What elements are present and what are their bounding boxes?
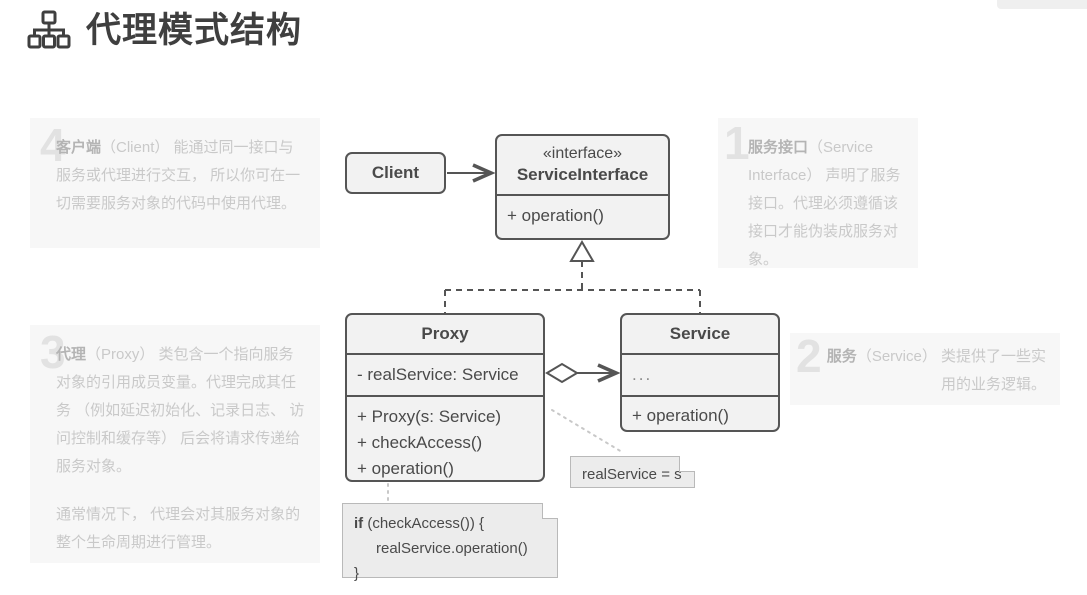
- uml-operation-proxy-checkaccess: + checkAccess(): [357, 433, 483, 452]
- annotation-body-1: （Service Interface） 声明了服务接口。代理必须遵循该接口才能伪…: [748, 139, 901, 268]
- uml-class-proxy[interactable]: Proxy - realService: Service + Proxy(s: …: [345, 313, 545, 482]
- note-fold-corner-icon: [542, 503, 558, 519]
- sitemap-icon: [26, 10, 72, 50]
- uml-class-service-interface[interactable]: «interface» ServiceInterface + operation…: [495, 134, 670, 240]
- uml-note-assignment: realService = s: [570, 456, 695, 488]
- relation-proxy-aggregates-service: [545, 362, 616, 384]
- annotation-body-2: （Service） 类提供了一些实用的业务逻辑。: [856, 348, 1046, 393]
- annotation-number-3: 3: [40, 326, 66, 378]
- annotation-text-1: 服务接口（Service Interface） 声明了服务接口。代理必须遵循该接…: [748, 134, 906, 274]
- annotation-term-4: 客户端: [56, 139, 102, 156]
- uml-operation-service-operation: + operation(): [622, 395, 778, 430]
- uml-note-assignment-text: realService = s: [582, 466, 682, 483]
- annotation-term-3: 代理: [56, 346, 87, 363]
- uml-class-client[interactable]: Client: [345, 152, 446, 194]
- annotation-term-2: 服务: [826, 348, 857, 365]
- uml-operation-interface-operation: + operation(): [497, 194, 668, 236]
- annotation-panel-2: 2 服务（Service） 类提供了一些实用的业务逻辑。: [790, 333, 1060, 405]
- annotation-panel-1: 1 服务接口（Service Interface） 声明了服务接口。代理必须遵循…: [718, 118, 918, 268]
- uml-operations-proxy: + Proxy(s: Service) + checkAccess() + op…: [347, 395, 543, 480]
- uml-attribute-service-ellipsis: ...: [622, 353, 778, 395]
- annotation-spacer: [56, 481, 306, 501]
- annotation-body-4: （Client） 能通过同一接口与服务或代理进行交互， 所以你可在一切需要服务对…: [56, 139, 301, 212]
- uml-class-proxy-name: Proxy: [421, 324, 469, 343]
- relation-realization: [444, 240, 701, 313]
- annotation-text-4: 客户端（Client） 能通过同一接口与服务或代理进行交互， 所以你可在一切需要…: [56, 134, 306, 218]
- uml-note-code-keyword: if: [354, 515, 364, 532]
- annotation-body-3: （Proxy） 类包含一个指向服务对象的引用成员变量。代理完成其任务 （例如延迟…: [56, 346, 305, 475]
- note-leader-assign: [551, 409, 623, 453]
- uml-note-code-line1: if (checkAccess()) {: [354, 511, 546, 536]
- annotation-text-2: 服务（Service） 类提供了一些实用的业务逻辑。: [822, 343, 1046, 399]
- corner-accent-strip: [997, 0, 1087, 9]
- uml-note-code: if (checkAccess()) { realService.operati…: [342, 503, 558, 582]
- uml-attribute-proxy-realservice: - realService: Service: [347, 353, 543, 395]
- annotation-panel-4: 4 客户端（Client） 能通过同一接口与服务或代理进行交互， 所以你可在一切…: [30, 118, 320, 248]
- annotation-text-3: 代理（Proxy） 类包含一个指向服务对象的引用成员变量。代理完成其任务 （例如…: [56, 341, 306, 481]
- annotation-number-1: 1: [724, 117, 750, 169]
- note-fold-corner-icon: [679, 456, 695, 472]
- uml-note-code-line2: realService.operation(): [376, 540, 528, 557]
- uml-class-service[interactable]: Service ... + operation(): [620, 313, 780, 432]
- uml-class-client-name: Client: [371, 163, 420, 182]
- annotation-number-4: 4: [40, 119, 66, 171]
- uml-stereotype-interface: «interface»: [542, 145, 623, 162]
- annotation-number-2: 2: [796, 330, 822, 382]
- annotation-term-1: 服务接口: [748, 139, 809, 156]
- uml-note-code-line3: }: [354, 565, 360, 582]
- page-title: 代理模式结构: [86, 10, 303, 50]
- uml-operation-proxy-ctor: + Proxy(s: Service): [357, 407, 502, 426]
- uml-operation-proxy-operation: + operation(): [357, 459, 454, 478]
- annotation-panel-3: 3 代理（Proxy） 类包含一个指向服务对象的引用成员变量。代理完成其任务 （…: [30, 325, 320, 563]
- page-header: 代理模式结构: [26, 10, 302, 50]
- uml-class-service-name: Service: [669, 324, 731, 343]
- uml-class-service-interface-name: ServiceInterface: [516, 165, 649, 184]
- uml-note-code-line1-rest: (checkAccess()) {: [363, 515, 485, 532]
- annotation-text-3b: 通常情况下， 代理会对其服务对象的整个生命周期进行管理。: [56, 506, 301, 551]
